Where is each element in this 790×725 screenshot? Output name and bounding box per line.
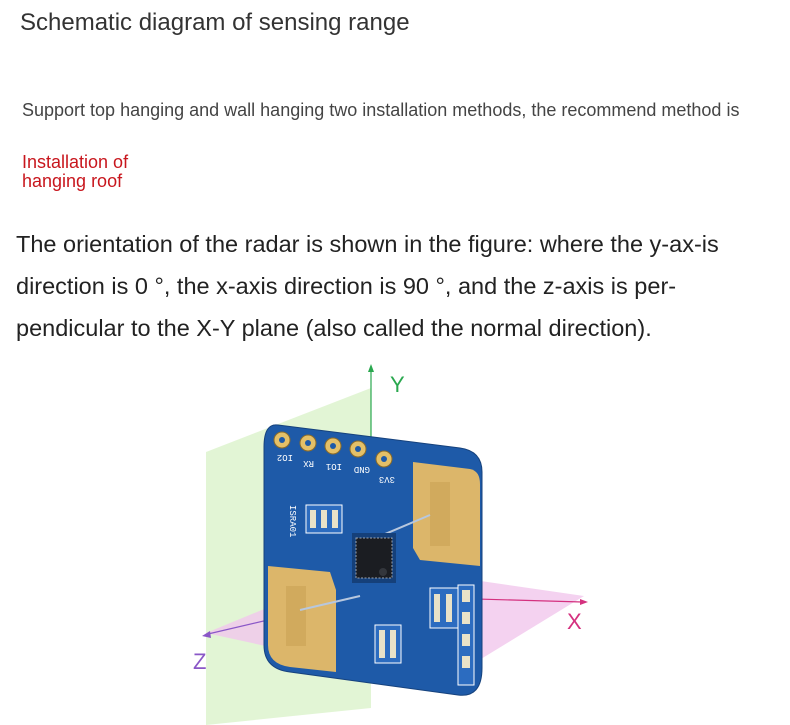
radar-board: IO2 RX IO1 GND 3V3 ISRA01 [263, 424, 483, 696]
z-axis-arrow [202, 631, 211, 638]
y-axis-arrow [368, 364, 374, 372]
support-description: Support top hanging and wall hanging two… [22, 100, 740, 120]
orientation-description: The orientation of the radar is shown in… [16, 231, 719, 341]
pin-label-io2: IO2 [277, 452, 293, 462]
radar-chip [352, 533, 396, 583]
page-title: Schematic diagram of sensing range [20, 9, 410, 36]
recommended-method: Installation of hanging roof [22, 152, 129, 191]
radar-orientation-diagram: Y X Z IO2 RX IO1 GND 3V3 ISRA01 [193, 364, 588, 725]
pin-label-io1: IO1 [326, 461, 342, 471]
x-axis-label: X [567, 609, 582, 634]
y-axis-label: Y [390, 372, 405, 397]
pin-label-gnd: GND [354, 464, 370, 474]
module-label: ISRA01 [287, 505, 297, 537]
inductor-block [374, 624, 402, 664]
pin-label-3v3: 3V3 [379, 474, 395, 484]
pin-label-rx: RX [303, 458, 314, 468]
z-axis-label: Z [193, 649, 206, 674]
x-axis-arrow [580, 599, 588, 605]
